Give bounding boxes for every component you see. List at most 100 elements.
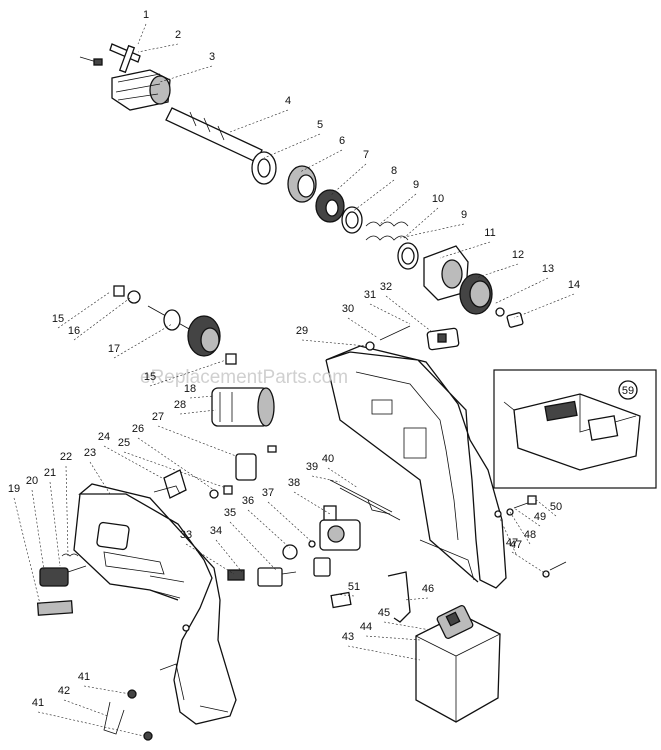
callout-number: 23 [84, 447, 96, 459]
callout-number: 6 [339, 135, 345, 147]
callout-leader-line [365, 635, 421, 641]
callout-leader-line [149, 359, 227, 387]
callout-number: 15 [144, 371, 156, 383]
housing-left-half [73, 483, 237, 725]
callout-number: 45 [378, 607, 390, 619]
callout-leader-line [333, 593, 355, 597]
callout-number: 26 [132, 423, 144, 435]
callout-number: 17 [108, 343, 120, 355]
housing-screw [365, 341, 375, 351]
callout-leader-line [137, 23, 147, 45]
callout-leader-line [103, 445, 163, 479]
washer-small [209, 489, 219, 499]
callout-leader-line [347, 645, 421, 661]
callout-leader-line [301, 339, 367, 347]
chuck-key-screw [79, 56, 103, 66]
callout-number: 7 [363, 149, 369, 161]
screw-set-lower [542, 561, 567, 578]
callout-leader-line [369, 303, 411, 325]
callout-leader-line [497, 513, 517, 555]
ring-gear [459, 273, 493, 315]
callout-leader-line [83, 685, 131, 695]
callout-number: 39 [306, 461, 318, 473]
trigger [313, 557, 331, 577]
callout-leader-line [533, 497, 557, 517]
switch-button [330, 591, 352, 609]
callout-leader-line [13, 497, 41, 605]
callout-leader-line [511, 551, 547, 575]
callout-leader-line [403, 597, 429, 601]
callout-number: 46 [422, 583, 434, 595]
gear-housing [423, 245, 469, 301]
spring-clip [153, 485, 181, 495]
small-nut [225, 353, 237, 365]
callout-number: 38 [288, 477, 300, 489]
callout-number: 8 [391, 165, 397, 177]
callout-leader-line [347, 317, 379, 339]
direction-switch-lever [426, 327, 460, 351]
callout-leader-line [157, 425, 237, 457]
callout-number: 5 [317, 119, 323, 131]
small-spring [61, 553, 79, 557]
switch-contact-plates [329, 479, 401, 521]
steel-ball [495, 307, 505, 317]
callout-leader-line [311, 475, 341, 483]
callout-leader-line [113, 323, 173, 359]
callout-leader-line [385, 295, 433, 333]
callout-number: 16 [68, 325, 80, 337]
callout-leader-line [299, 149, 343, 173]
ring-washer [341, 206, 363, 234]
clutch-spring [365, 221, 409, 241]
callout-number: 22 [60, 451, 72, 463]
brush [267, 445, 277, 453]
callout-number: 2 [175, 29, 181, 41]
callout-number: 28 [174, 399, 186, 411]
callout-number: 20 [26, 475, 38, 487]
pinion-gear-assembly [147, 305, 221, 357]
callout-leader-line [351, 179, 395, 213]
speed-selector [163, 469, 187, 499]
belt-hook [103, 701, 125, 735]
callout-leader-line [329, 163, 367, 197]
callout-number: 9 [461, 209, 467, 221]
callout-leader-line [379, 193, 417, 225]
callout-number: 25 [118, 437, 130, 449]
callout-leader-line [403, 207, 439, 239]
callout-number: 44 [360, 621, 372, 633]
spindle-shaft [165, 107, 263, 163]
lock-button [227, 569, 245, 581]
bottom-screw-a [127, 689, 137, 699]
callout-number: 33 [180, 529, 192, 541]
callout-number: 10 [432, 193, 444, 205]
callout-number: 43 [342, 631, 354, 643]
washer [127, 290, 141, 304]
callout-number: 34 [210, 525, 222, 537]
callout-leader-line [63, 699, 109, 717]
forward-reverse-switch [257, 567, 297, 587]
callout-leader-line [293, 491, 331, 515]
callout-number: 35 [224, 507, 236, 519]
battery-pack [415, 605, 501, 723]
callout-leader-line [267, 501, 313, 543]
callout-leader-line [399, 223, 465, 239]
callout-number: 30 [342, 303, 354, 315]
callout-number: 13 [542, 263, 554, 275]
callout-leader-line [31, 489, 45, 571]
callout-leader-line [383, 621, 431, 631]
callout-number: 24 [98, 431, 110, 443]
watermark-text: eReplacementParts.com [140, 367, 348, 388]
callout-layer: 1234567891091112131415161715182827262524… [8, 9, 580, 737]
callout-leader-line [65, 465, 69, 557]
callout-number: 9 [413, 179, 419, 191]
snap-ring [397, 242, 419, 270]
bearing [287, 165, 317, 203]
callout-number: 41 [32, 697, 44, 709]
callout-leader-line [49, 481, 61, 567]
callout-leader-line [189, 395, 215, 399]
spindle-washer [251, 151, 277, 185]
callout-leader-line [327, 467, 359, 489]
callout-number: 19 [8, 483, 20, 495]
callout-number: 21 [44, 467, 56, 479]
brush-holder [235, 453, 257, 481]
callout-number: 29 [296, 325, 308, 337]
